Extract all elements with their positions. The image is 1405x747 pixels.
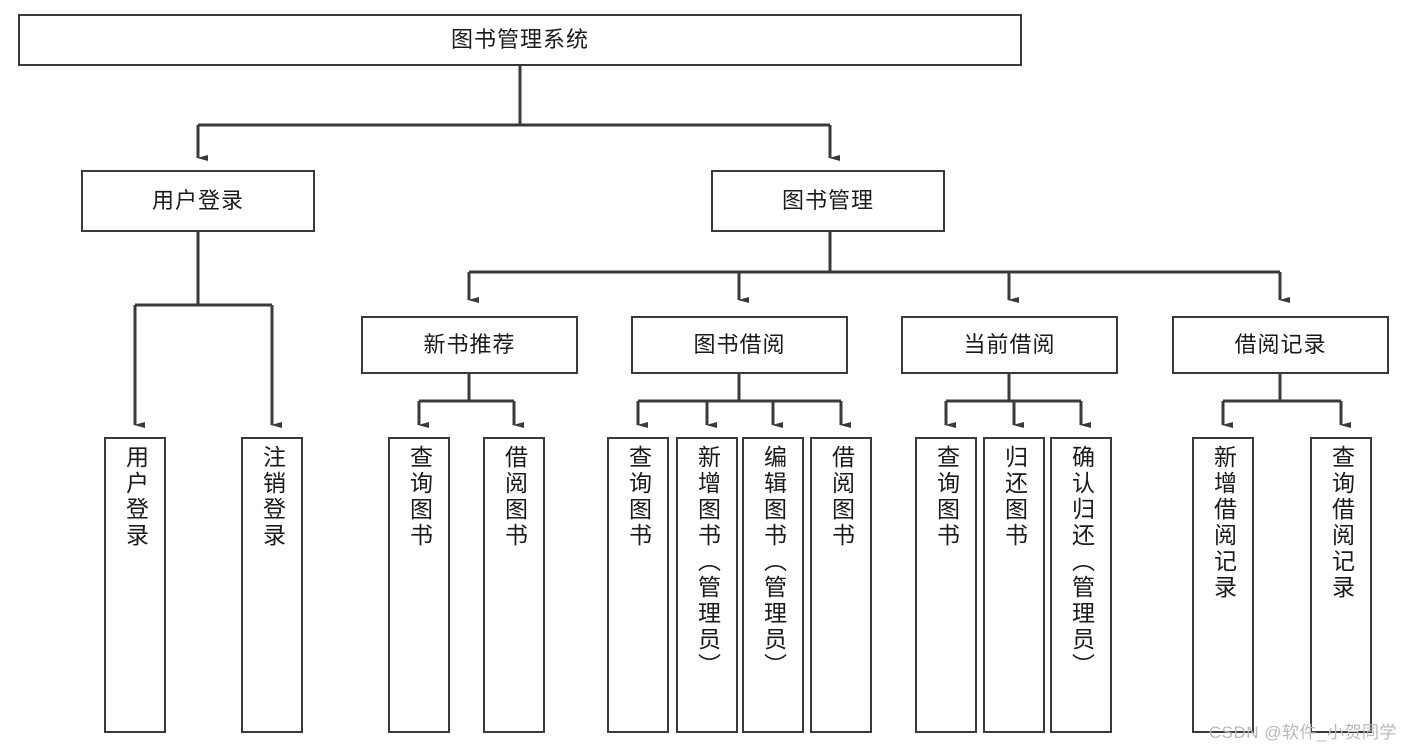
leaf-add-book-admin[interactable]: 新增图书（管理员）: [676, 437, 738, 733]
node-label: 归还图书: [1001, 445, 1028, 549]
node-label: 编辑图书（管理员）: [760, 445, 787, 679]
node-user-login[interactable]: 用户登录: [81, 170, 315, 232]
node-label: 查询图书: [933, 445, 960, 549]
node-label: 注销登录: [259, 445, 286, 549]
leaf-query-book-recommend[interactable]: 查询图书: [388, 437, 450, 733]
node-label: 新增图书（管理员）: [694, 445, 721, 679]
leaf-user-login[interactable]: 用户登录: [104, 437, 166, 733]
node-label: 借阅记录: [1234, 331, 1327, 357]
node-root-book-management-system[interactable]: 图书管理系统: [18, 14, 1022, 66]
leaf-user-logout[interactable]: 注销登录: [241, 437, 303, 733]
node-label: 当前借阅: [963, 331, 1056, 357]
node-book-management[interactable]: 图书管理: [711, 170, 945, 232]
node-new-book-recommend[interactable]: 新书推荐: [361, 316, 578, 374]
leaf-edit-book-admin[interactable]: 编辑图书（管理员）: [742, 437, 804, 733]
node-label: 查询借阅记录: [1328, 445, 1355, 601]
leaf-query-borrow-record[interactable]: 查询借阅记录: [1310, 437, 1372, 733]
leaf-confirm-return-admin[interactable]: 确认归还（管理员）: [1050, 437, 1112, 733]
leaf-return-book[interactable]: 归还图书: [983, 437, 1045, 733]
leaf-add-borrow-record[interactable]: 新增借阅记录: [1192, 437, 1254, 733]
node-label: 新增借阅记录: [1210, 445, 1237, 601]
node-label: 图书借阅: [693, 331, 786, 357]
node-label: 查询图书: [625, 445, 652, 549]
leaf-borrow-book[interactable]: 借阅图书: [810, 437, 872, 733]
node-label: 查询图书: [406, 445, 433, 549]
leaf-query-book-current[interactable]: 查询图书: [915, 437, 977, 733]
node-book-borrow[interactable]: 图书借阅: [631, 316, 848, 374]
node-label: 用户登录: [151, 187, 244, 213]
node-label: 确认归还（管理员）: [1068, 445, 1095, 679]
node-label: 用户登录: [122, 445, 149, 549]
node-label: 借阅图书: [501, 445, 528, 549]
leaf-query-book-borrow[interactable]: 查询图书: [607, 437, 669, 733]
node-label: 新书推荐: [423, 331, 516, 357]
node-label: 借阅图书: [828, 445, 855, 549]
node-borrow-record[interactable]: 借阅记录: [1172, 316, 1389, 374]
leaf-borrow-book-recommend[interactable]: 借阅图书: [483, 437, 545, 733]
node-current-borrow[interactable]: 当前借阅: [901, 316, 1118, 374]
node-label: 图书管理系统: [450, 26, 589, 52]
node-label: 图书管理: [781, 187, 874, 213]
